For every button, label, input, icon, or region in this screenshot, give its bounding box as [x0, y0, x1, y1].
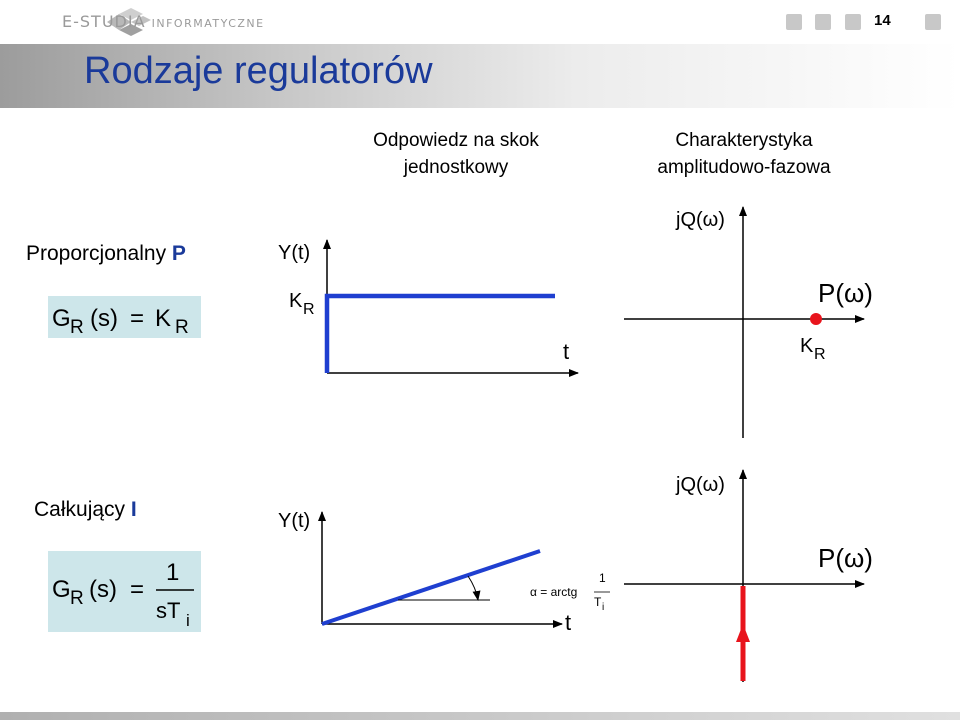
- angle-den: T: [594, 595, 602, 609]
- formula-integral: G R (s) = 1 sT i: [52, 559, 194, 630]
- x-axis-label: t: [563, 339, 569, 364]
- nav-square-1[interactable]: [786, 14, 802, 30]
- row-letter-i: I: [130, 498, 137, 521]
- formula-g: G: [52, 305, 71, 332]
- gain-point: [810, 313, 822, 325]
- imag-axis-label: jQ(ω): [675, 474, 725, 496]
- bottom-bar: [0, 712, 960, 720]
- y-axis-label: Y(t): [278, 510, 310, 532]
- formula-arg: (s): [89, 576, 117, 603]
- formula-num: 1: [166, 559, 179, 586]
- logo-text: E-STUDIA INFORMATYCZNE: [62, 12, 265, 31]
- formula-g: G: [52, 576, 71, 603]
- imag-axis-label: jQ(ω): [675, 209, 725, 231]
- nyquist-plot-integral: jQ(ω) P(ω): [624, 469, 873, 682]
- slide-title: Rodzaje regulatorów: [84, 50, 433, 92]
- nav-square-3[interactable]: [845, 14, 861, 30]
- ramp-response-line: [321, 549, 541, 626]
- formula-arg: (s): [90, 305, 118, 332]
- step-plot-integral: Y(t) t α = arctg 1 T i: [278, 510, 610, 635]
- level-label-sub: R: [303, 301, 315, 318]
- nyquist-plot-proportional: jQ(ω) P(ω) K R: [624, 206, 873, 438]
- point-label: K: [800, 335, 814, 357]
- formula-k-sub: R: [175, 317, 189, 338]
- real-axis-label: P(ω): [818, 543, 873, 573]
- formula-box-integral: [48, 551, 201, 632]
- y-axis-label: Y(t): [278, 242, 310, 264]
- formula-den-sub: i: [186, 611, 190, 630]
- formula-k: K: [155, 305, 171, 332]
- formula-g-sub: R: [70, 317, 84, 338]
- formula-box-proportional: [48, 296, 201, 338]
- formula-eq: =: [130, 305, 144, 332]
- logo-icon: [107, 8, 151, 36]
- real-axis-label: P(ω): [818, 278, 873, 308]
- row-label-integral: Całkujący I: [34, 498, 137, 521]
- row-label-proportional: Proporcjonalny P: [26, 242, 186, 265]
- x-axis-label: t: [565, 610, 571, 635]
- formula-g-sub: R: [70, 588, 84, 609]
- angle-arc: [467, 575, 481, 601]
- level-label: K: [289, 290, 303, 312]
- logo-main: E-STUDIA: [62, 12, 146, 31]
- formula-den: sT: [156, 598, 180, 623]
- title-band: [0, 44, 960, 108]
- column-heading-step-response: Odpowiedz na skok jednostkowy: [373, 130, 539, 178]
- step-plot-proportional: Y(t) K R t: [278, 239, 579, 377]
- column-heading-nyquist: Charakterystyka amplitudowo-fazowa: [657, 130, 831, 178]
- row-letter-p: P: [171, 242, 186, 265]
- angle-den-sub: i: [602, 602, 604, 613]
- nav-square-2[interactable]: [815, 14, 831, 30]
- nav-square-4[interactable]: [925, 14, 941, 30]
- step-response-line: [324, 293, 555, 373]
- formula-proportional: G R (s) = K R: [52, 305, 189, 338]
- point-label-sub: R: [814, 346, 826, 363]
- locus-direction-arrow: [736, 624, 750, 642]
- header-bar: E-STUDIA INFORMATYCZNE 14: [0, 0, 960, 44]
- logo-sub: INFORMATYCZNE: [151, 17, 265, 30]
- angle-num: 1: [599, 571, 606, 585]
- angle-formula: α = arctg: [530, 585, 577, 599]
- page-number: 14: [874, 12, 891, 29]
- formula-eq: =: [130, 576, 144, 603]
